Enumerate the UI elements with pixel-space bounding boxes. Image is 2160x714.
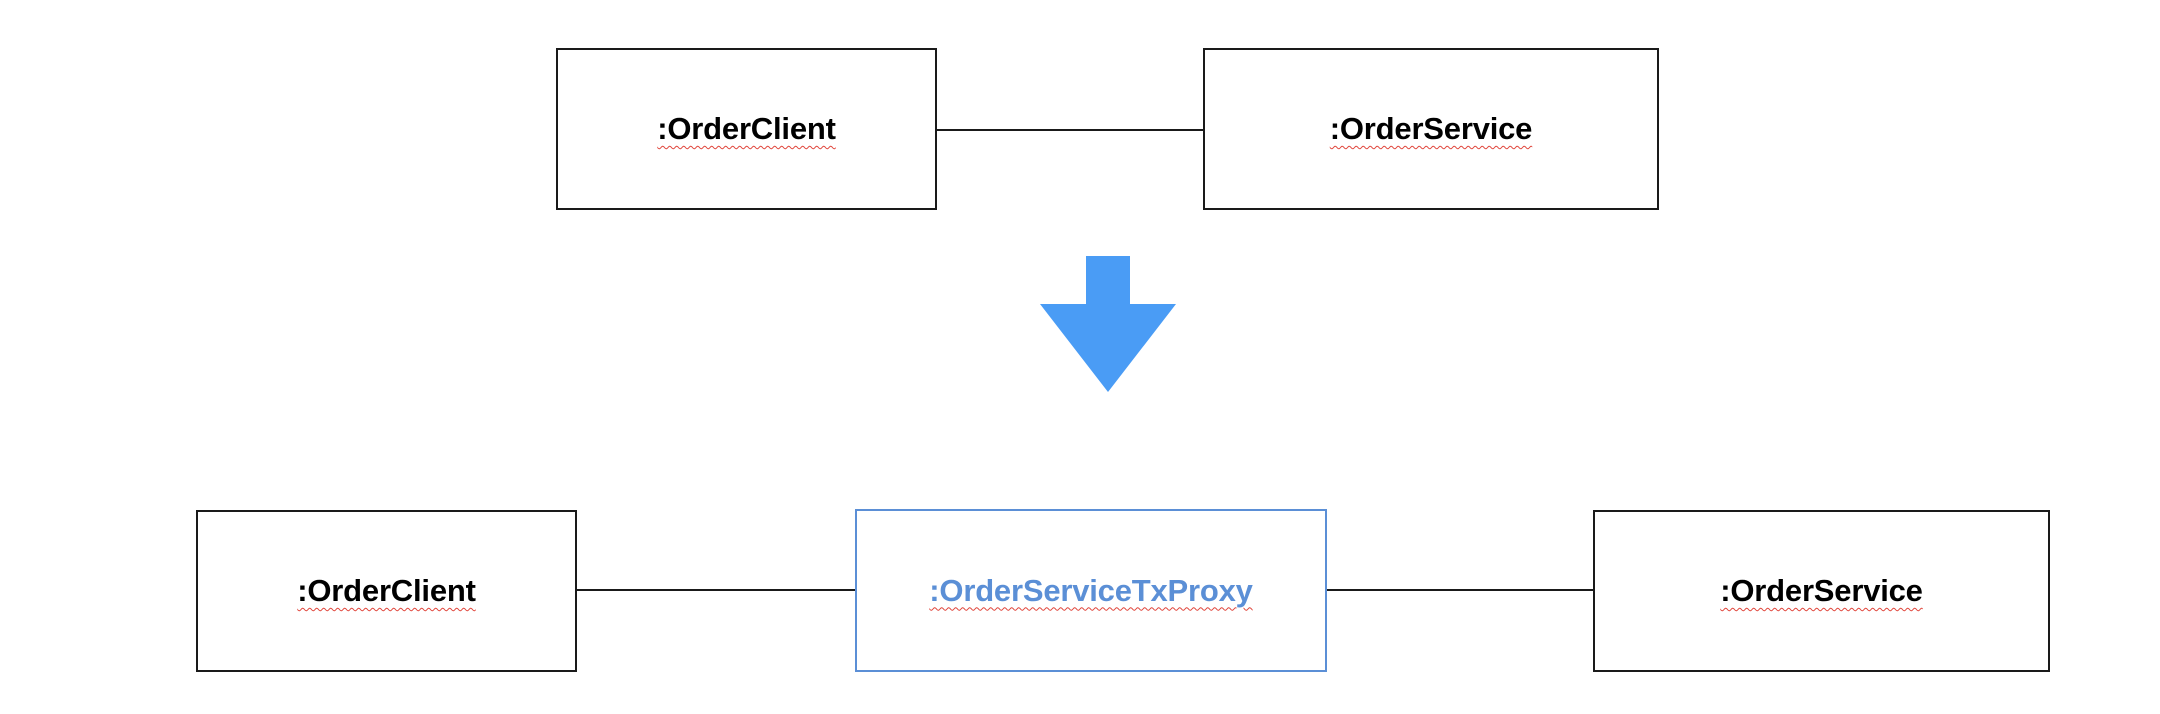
bottom-order-service-tx-proxy-box[interactable]: :OrderServiceTxProxy [855,509,1327,672]
bottom-order-client-box[interactable]: :OrderClient [196,510,577,672]
bottom-order-service-box[interactable]: :OrderService [1593,510,2050,672]
arrow-down-icon [1040,256,1176,392]
bottom-order-service-label: :OrderService [1720,573,1923,608]
arrow-down-shape [1040,256,1176,392]
bottom-proxy-service-connector [1327,589,1593,591]
top-client-service-connector [937,129,1203,131]
bottom-order-service-tx-proxy-label: :OrderServiceTxProxy [929,572,1253,608]
top-order-service-label: :OrderService [1329,111,1533,146]
top-order-client-box[interactable]: :OrderClient [556,48,937,210]
top-order-client-label: :OrderClient [657,111,836,146]
bottom-client-proxy-connector [577,589,855,591]
top-order-service-box[interactable]: :OrderService [1203,48,1659,210]
bottom-order-client-label: :OrderClient [297,573,476,608]
